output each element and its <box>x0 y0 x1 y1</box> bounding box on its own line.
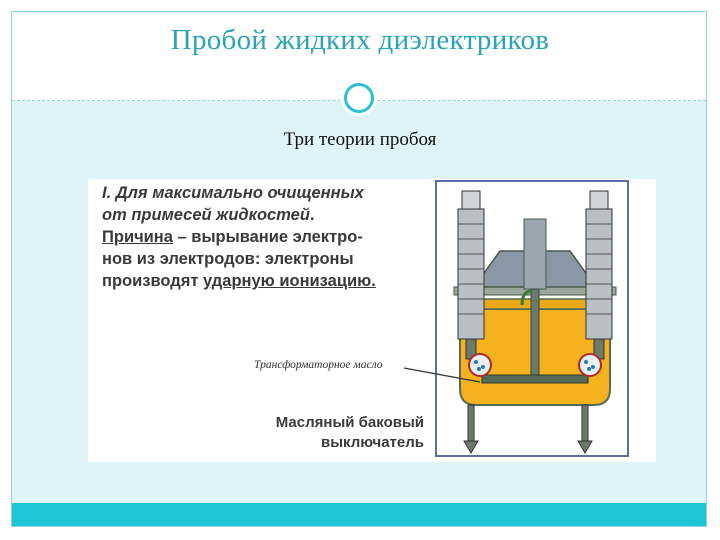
breaker-drawing <box>403 180 629 457</box>
oil-label: Трансформаторное масло <box>254 359 383 371</box>
heading-line-2: от примесей жидкостей. <box>102 204 432 226</box>
breaker-label-line-2: выключатель <box>321 434 424 451</box>
hook-arm <box>520 289 533 306</box>
heading-line-1: I. Для максимально очищенных <box>102 184 364 202</box>
breaker-label-line-1: Масляный баковый <box>275 414 424 431</box>
ring-circle <box>344 83 374 113</box>
left-bushing <box>457 190 492 377</box>
text-line-5: производят ударную ионизацию. <box>102 270 432 292</box>
heading-line-2-italic: от примесей жидкостей <box>102 206 310 224</box>
oil-pointer-line <box>403 367 481 383</box>
left-leg <box>467 404 475 442</box>
bottom-accent-bar <box>12 503 706 526</box>
crossbar <box>481 374 589 384</box>
right-foot <box>577 440 593 454</box>
text-line-4: нов из электродов: электроны <box>102 250 354 268</box>
drive-rod <box>530 288 540 380</box>
cause-word: Причина <box>102 228 173 246</box>
right-leg <box>581 404 589 442</box>
breaker-figure: I. Для максимально очищенных от примесей… <box>88 179 656 462</box>
heading-period: . <box>309 206 315 224</box>
text-line-5a: производят <box>102 272 204 290</box>
right-bushing <box>578 190 613 377</box>
impact-ionization: ударную ионизацию. <box>203 272 376 290</box>
center-rod-housing <box>523 218 547 290</box>
figure-text: I. Для максимально очищенных от примесей… <box>102 182 432 292</box>
slide-subtitle: Три теории пробоя <box>283 129 437 150</box>
left-foot <box>463 440 479 454</box>
cause-line: Причина – вырывание электро- <box>102 226 432 248</box>
cause-rest: – вырывание электро- <box>172 228 363 246</box>
breaker-label: Масляный баковый выключатель <box>268 413 424 453</box>
drawing-border <box>435 180 629 457</box>
slide-title: Пробой жидких диэлектриков <box>170 24 550 56</box>
